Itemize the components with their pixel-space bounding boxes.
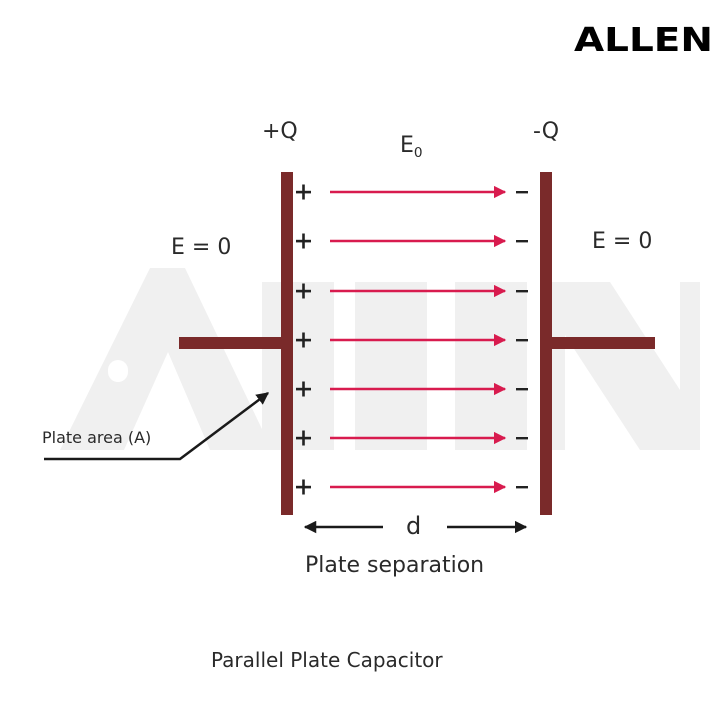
electric-field-lines [330,185,507,494]
right-lead-wire [552,337,655,349]
watermark-logo [60,268,700,450]
negative-charges [516,191,528,489]
positive-charges [296,184,311,495]
positive-charge-label: +Q [262,119,298,144]
left-outside-field-label: E = 0 [171,235,232,260]
plate-area-pointer-arrow [44,392,269,461]
plus-sign-icon [296,184,311,200]
plus-sign-icon [296,332,311,348]
field-symbol: E [400,133,414,158]
plus-sign-icon [296,430,311,446]
separation-label: Plate separation [305,553,485,578]
diagram-title: Parallel Plate Capacitor [211,648,443,672]
minus-sign-icon [516,388,528,391]
minus-sign-icon [516,240,528,243]
left-lead-wire [179,337,282,349]
plate-area-label: Plate area (A) [42,428,152,447]
minus-sign-icon [516,339,528,342]
plus-sign-icon [296,381,311,397]
plus-sign-icon [296,233,311,249]
allen-logo: ALLEN [574,20,713,59]
negative-charge-label: -Q [533,119,560,144]
separation-symbol: d [406,512,422,540]
negative-plate [540,172,552,515]
field-subscript: 0 [413,144,423,161]
minus-sign-icon [516,290,528,293]
minus-sign-icon [516,191,528,194]
positive-plate [281,172,293,515]
internal-field-label: E0 [400,133,423,161]
minus-sign-icon [516,486,528,489]
right-outside-field-label: E = 0 [592,229,653,254]
minus-sign-icon [516,437,528,440]
plus-sign-icon [296,283,311,299]
plus-sign-icon [296,479,311,495]
